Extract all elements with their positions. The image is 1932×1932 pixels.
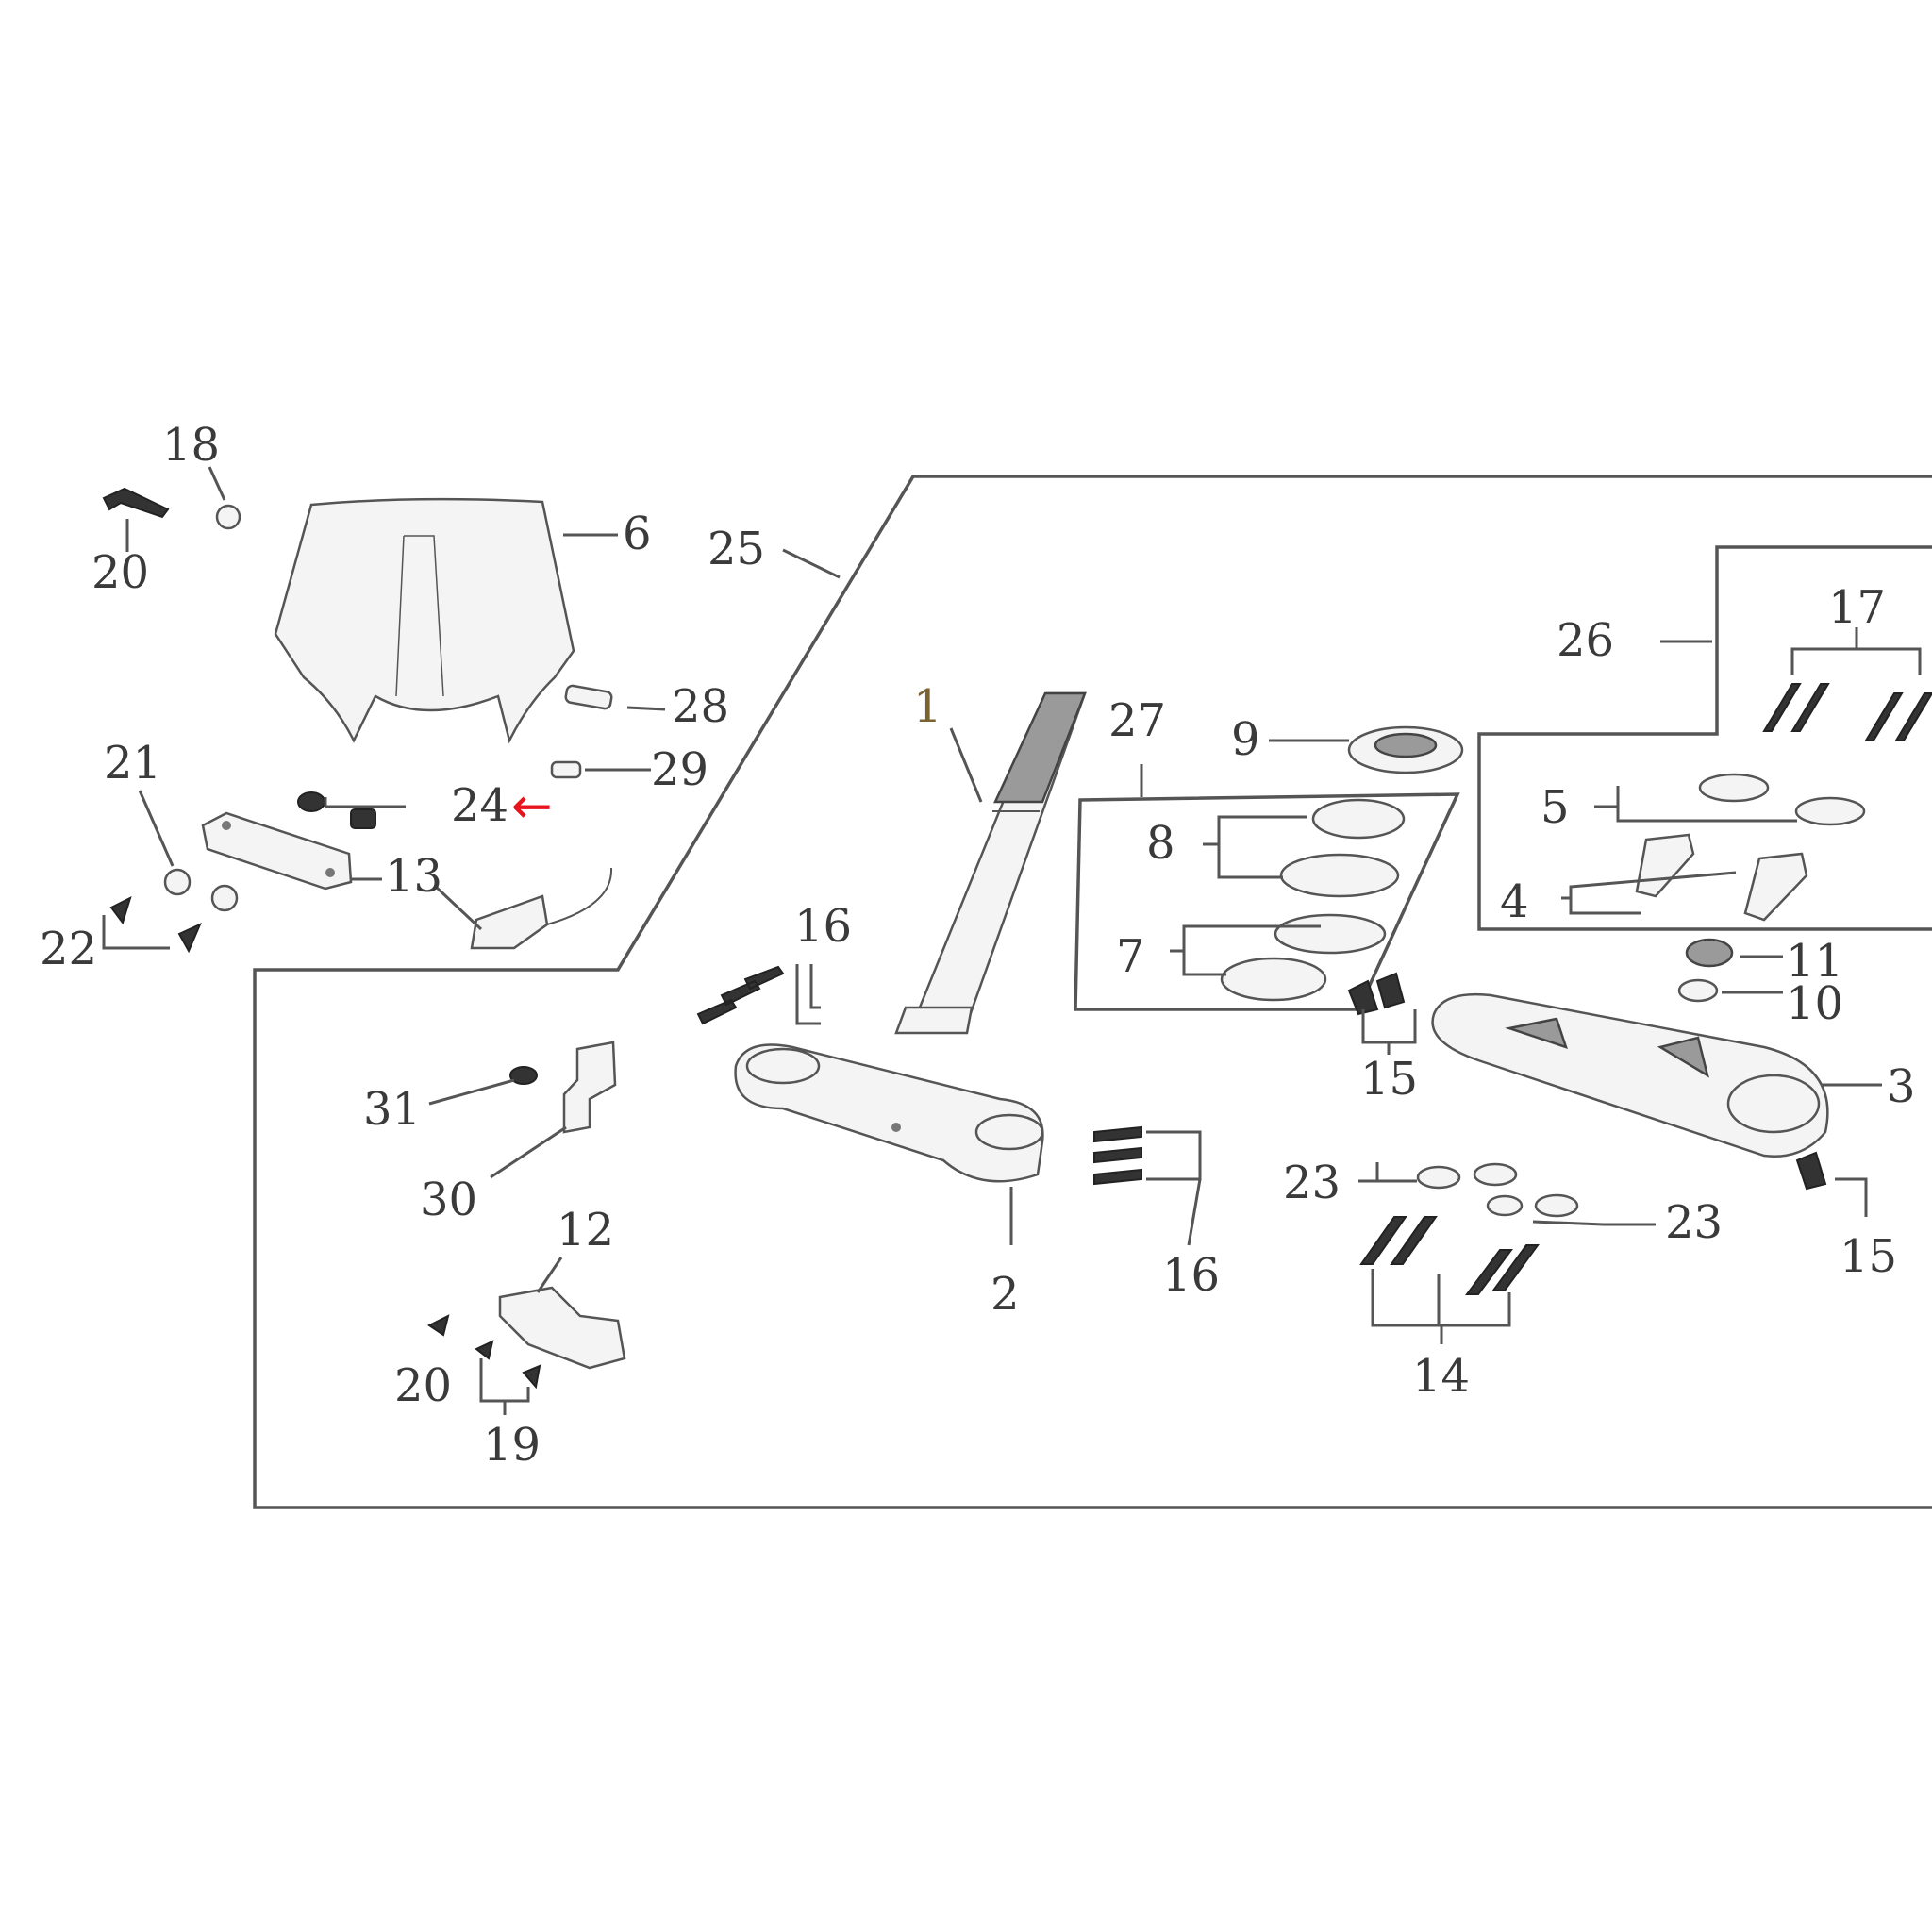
frame-26 <box>1477 545 1932 931</box>
callout-6: 6 <box>623 508 652 560</box>
bolts-17 <box>1762 683 1932 741</box>
part-5a <box>1698 773 1770 803</box>
upper-triple-clamp <box>1431 993 1829 1158</box>
part-9 <box>1347 725 1464 774</box>
callout-10: 10 <box>1786 977 1843 1030</box>
bolts-16a <box>696 965 785 1025</box>
callout-14: 14 <box>1412 1350 1470 1403</box>
part-23c <box>1486 1194 1524 1217</box>
part-5b <box>1794 796 1866 826</box>
bolts-15a <box>1347 972 1406 1016</box>
callout-27: 27 <box>1108 694 1166 747</box>
part-23a <box>1416 1165 1461 1190</box>
callout-23a: 23 <box>1283 1157 1341 1209</box>
rubber-24 <box>297 791 376 829</box>
part-23d <box>1534 1193 1579 1218</box>
callout-5: 5 <box>1541 781 1570 834</box>
callout-21: 21 <box>104 737 161 790</box>
bracket-12 <box>498 1286 626 1370</box>
screw-22b <box>177 923 202 954</box>
part-28 <box>564 684 613 710</box>
callout-8: 8 <box>1146 817 1175 870</box>
bearing-7 <box>1220 913 1387 1002</box>
bolts-16b <box>1093 1125 1142 1186</box>
highlight-arrow: ← <box>511 778 553 835</box>
screw-22a <box>109 896 132 925</box>
callout-28: 28 <box>672 680 729 733</box>
callout-15a: 15 <box>1360 1053 1418 1106</box>
steering-stem <box>894 691 1087 1035</box>
callout-11: 11 <box>1786 935 1843 988</box>
leader-lines <box>102 466 1922 1415</box>
callout-17: 17 <box>1828 581 1886 634</box>
callout-4: 4 <box>1500 875 1529 928</box>
callout-23b: 23 <box>1665 1196 1723 1249</box>
bolts-14 <box>1359 1216 1540 1295</box>
bolt-18-20 <box>102 487 242 530</box>
bracket-30 <box>562 1041 617 1134</box>
callout-20a: 20 <box>92 546 149 599</box>
callout-2: 2 <box>991 1268 1020 1321</box>
bearing-8 <box>1279 798 1406 898</box>
lower-triple-clamp <box>734 1043 1044 1183</box>
callout-12: 12 <box>557 1204 614 1257</box>
part-4b <box>1743 852 1808 922</box>
callout-26: 26 <box>1557 614 1614 667</box>
callout-25: 25 <box>708 523 765 575</box>
callout-30: 30 <box>420 1174 477 1226</box>
washer-21b <box>210 884 239 912</box>
callout-15b: 15 <box>1840 1230 1897 1283</box>
callout-13: 13 <box>385 850 442 903</box>
headlight-cover <box>274 497 575 744</box>
bracket-13 <box>201 811 613 950</box>
callout-16b: 16 <box>1162 1249 1220 1302</box>
frame-25 <box>253 475 1932 1509</box>
bolts-15b <box>1795 1151 1827 1191</box>
nut-11 <box>1685 938 1734 968</box>
callout-19: 19 <box>483 1419 541 1472</box>
callout-labels: 1 2 3 4 5 6 7 8 9 10 11 12 13 14 15 15 1… <box>40 419 1916 1472</box>
washer-10 <box>1677 978 1719 1003</box>
callout-1: 1 <box>913 680 942 733</box>
callout-29: 29 <box>651 743 708 796</box>
part-4a <box>1635 833 1695 898</box>
screws-19-20 <box>427 1314 541 1390</box>
callout-9: 9 <box>1231 713 1260 766</box>
part-29 <box>550 760 582 779</box>
bolt-31 <box>509 1066 538 1085</box>
callout-18: 18 <box>162 419 220 472</box>
washer-21a <box>163 868 192 896</box>
callout-20b: 20 <box>394 1359 452 1412</box>
callout-31: 31 <box>363 1083 421 1136</box>
callout-16a: 16 <box>794 900 852 953</box>
callout-22: 22 <box>40 923 97 975</box>
part-23b <box>1473 1162 1518 1187</box>
callout-7: 7 <box>1116 930 1145 983</box>
callout-24: 24 <box>451 779 508 832</box>
callout-3: 3 <box>1887 1060 1916 1113</box>
